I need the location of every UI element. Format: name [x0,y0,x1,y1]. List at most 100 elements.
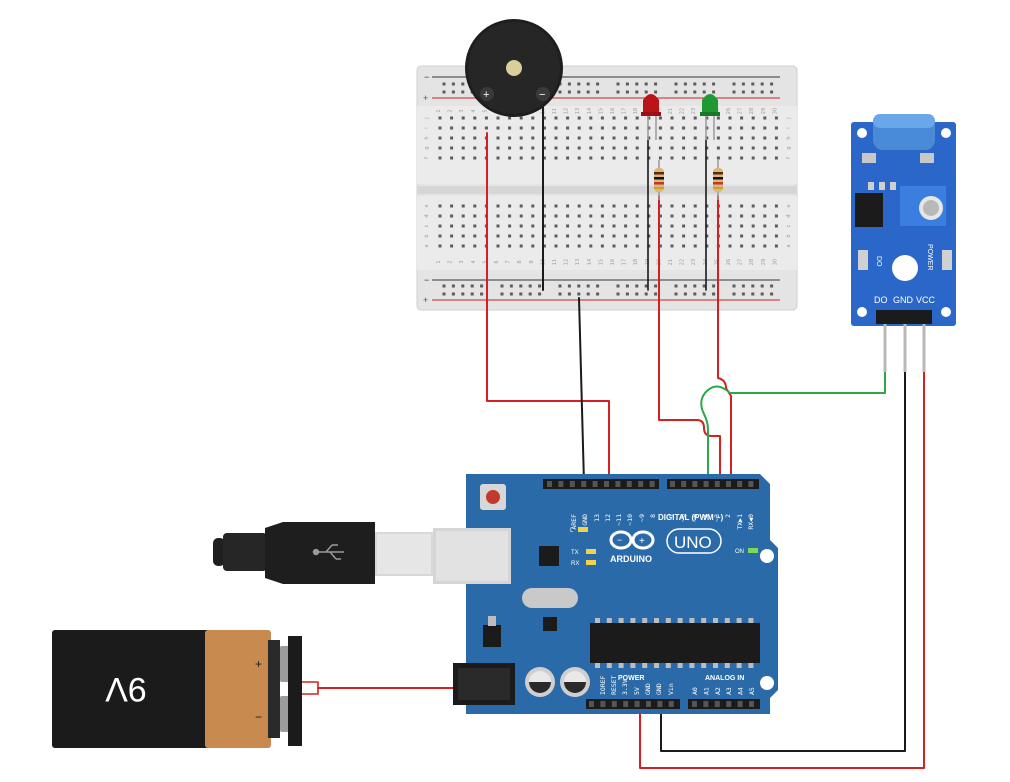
breadboard-row-letter: a [424,244,430,247]
arduino-model: UNO [674,533,712,552]
wire-green-led-to-pin2 [717,195,732,484]
sensor-pin-do: DO [874,295,888,305]
breadboard-column-number: 17 [622,108,628,114]
resistor-red-led [654,160,664,200]
breadboard-row-letter: g [786,146,792,149]
digital-pin-label: ~9 [638,514,646,522]
breadboard-row-letter: h [424,136,430,139]
arduino-brand: ARDUINO [610,554,652,564]
breadboard-column-number: 2 [448,260,454,263]
breadboard-row-letter: c [786,224,792,227]
breadboard-column-number: 9 [529,260,535,263]
analog-pin-label: A2 [714,687,722,695]
breadboard-column-number: 29 [761,108,767,114]
breadboard-row-letter: i [786,127,792,128]
digital-pin-label: 12 [604,514,612,522]
wire-battery-clip [301,681,319,695]
breadboard-column-number: 17 [622,259,628,265]
power-pin-label: RESET [610,675,618,695]
breadboard-row-letter: b [786,234,792,237]
breadboard-row-letter: d [786,214,792,217]
analog-pin-label: A1 [702,687,710,695]
wires [301,105,925,769]
digital-pin-label: ~11 [615,514,623,526]
digital-pin-label: RX◀0 [747,514,755,530]
analog-pin-label: A3 [725,687,733,695]
breadboard-column-number: 21 [668,108,674,114]
atmega-chip-pins [595,618,754,668]
breadboard-column-number: 26 [726,259,732,265]
power-header-label: POWER [618,675,644,682]
breadboard-column-number: 5 [482,260,488,263]
arduino-uno: L TX RX ON − + ARDUINO UNO DIGITAL (PWM … [433,474,778,714]
analog-pin-label: A0 [691,687,699,695]
header-holes [547,481,754,707]
breadboard-column-number: 30 [772,259,778,265]
buzzer: + − [465,19,563,117]
breadboard-column-number: 23 [691,108,697,114]
vibration-sensor-module: DO POWER DO GND VCC [851,114,956,372]
breadboard-column-number: 14 [587,108,593,114]
digital-pin-label: 13 [593,514,601,522]
wire-buzzer-to-pin12 [486,132,610,484]
sensor-power-label: POWER [926,244,933,270]
breadboard-row-letter: f [424,157,430,159]
breadboard-column-number: 22 [680,259,686,265]
usb-icon [312,544,344,560]
breadboard-column-number: 3 [459,109,465,112]
svg-text:−: − [617,535,622,545]
power-pin-label: GND [655,683,663,695]
led-rx-label: RX [571,561,579,567]
breadboard-column-number: 21 [668,259,674,265]
breadboard-column-number: 13 [575,108,581,114]
digital-pwm-label: DIGITAL (PWM ~) [658,513,724,522]
breadboard-row-letter: g [424,146,430,149]
green-led [700,94,720,140]
rail-plus-top: + [423,93,428,103]
sensor-pin-vcc: VCC [916,295,936,305]
analog-in-label: ANALOG IN [705,675,744,682]
breadboard-row-letter: b [424,234,430,237]
wire-sensor-do-to-pin4 [700,329,886,484]
breadboard-column-number: 28 [749,259,755,265]
breadboard-column-number: 5 [482,109,488,112]
breadboard-column-number: 12 [564,108,570,114]
wire-sensor-gnd [660,329,906,752]
svg-text:+: + [639,536,645,547]
digital-pin-label: 4 [702,514,710,518]
power-pin-label: 5V [633,687,641,695]
rail-minus-bottom: − [424,275,429,285]
breadboard-column-number: 18 [633,259,639,265]
resistor-green-led [713,160,723,200]
breadboard-column-number: 20 [656,108,662,114]
breadboard-row-letter: c [424,224,430,227]
breadboard-column-number: 15 [598,108,604,114]
breadboard-column-number: 18 [633,108,639,114]
breadboard-row-letter: h [786,136,792,139]
breadboard-row-letter: j [786,117,792,119]
battery-label: 9V [105,670,147,708]
breadboard-column-number: 27 [738,108,744,114]
breadboard-column-number: 7 [506,260,512,263]
digital-pin-label: 7 [668,514,676,518]
analog-pin-label: A4 [737,687,745,695]
power-pin-label: Vin [667,683,675,695]
breadboard-column-number: 28 [749,108,755,114]
breadboard-column-number: 6 [494,260,500,263]
breadboard: − + − + 11223344556677889910101111121213… [416,65,798,311]
breadboard-column-number: 8 [517,260,523,263]
arduino-infinity-logo-icon [609,530,655,550]
breadboard-row-letter: f [786,157,792,159]
wire-ground-to-arduino [578,297,585,484]
led-l-label: L [570,528,574,534]
breadboard-column-number: 11 [552,108,558,114]
breadboard-column-number: 23 [691,259,697,265]
digital-pin-label: 8 [649,514,657,518]
sensor-pin-gnd: GND [893,295,914,305]
reset-button[interactable] [486,490,500,504]
digital-pin-label: AREF [570,514,578,530]
